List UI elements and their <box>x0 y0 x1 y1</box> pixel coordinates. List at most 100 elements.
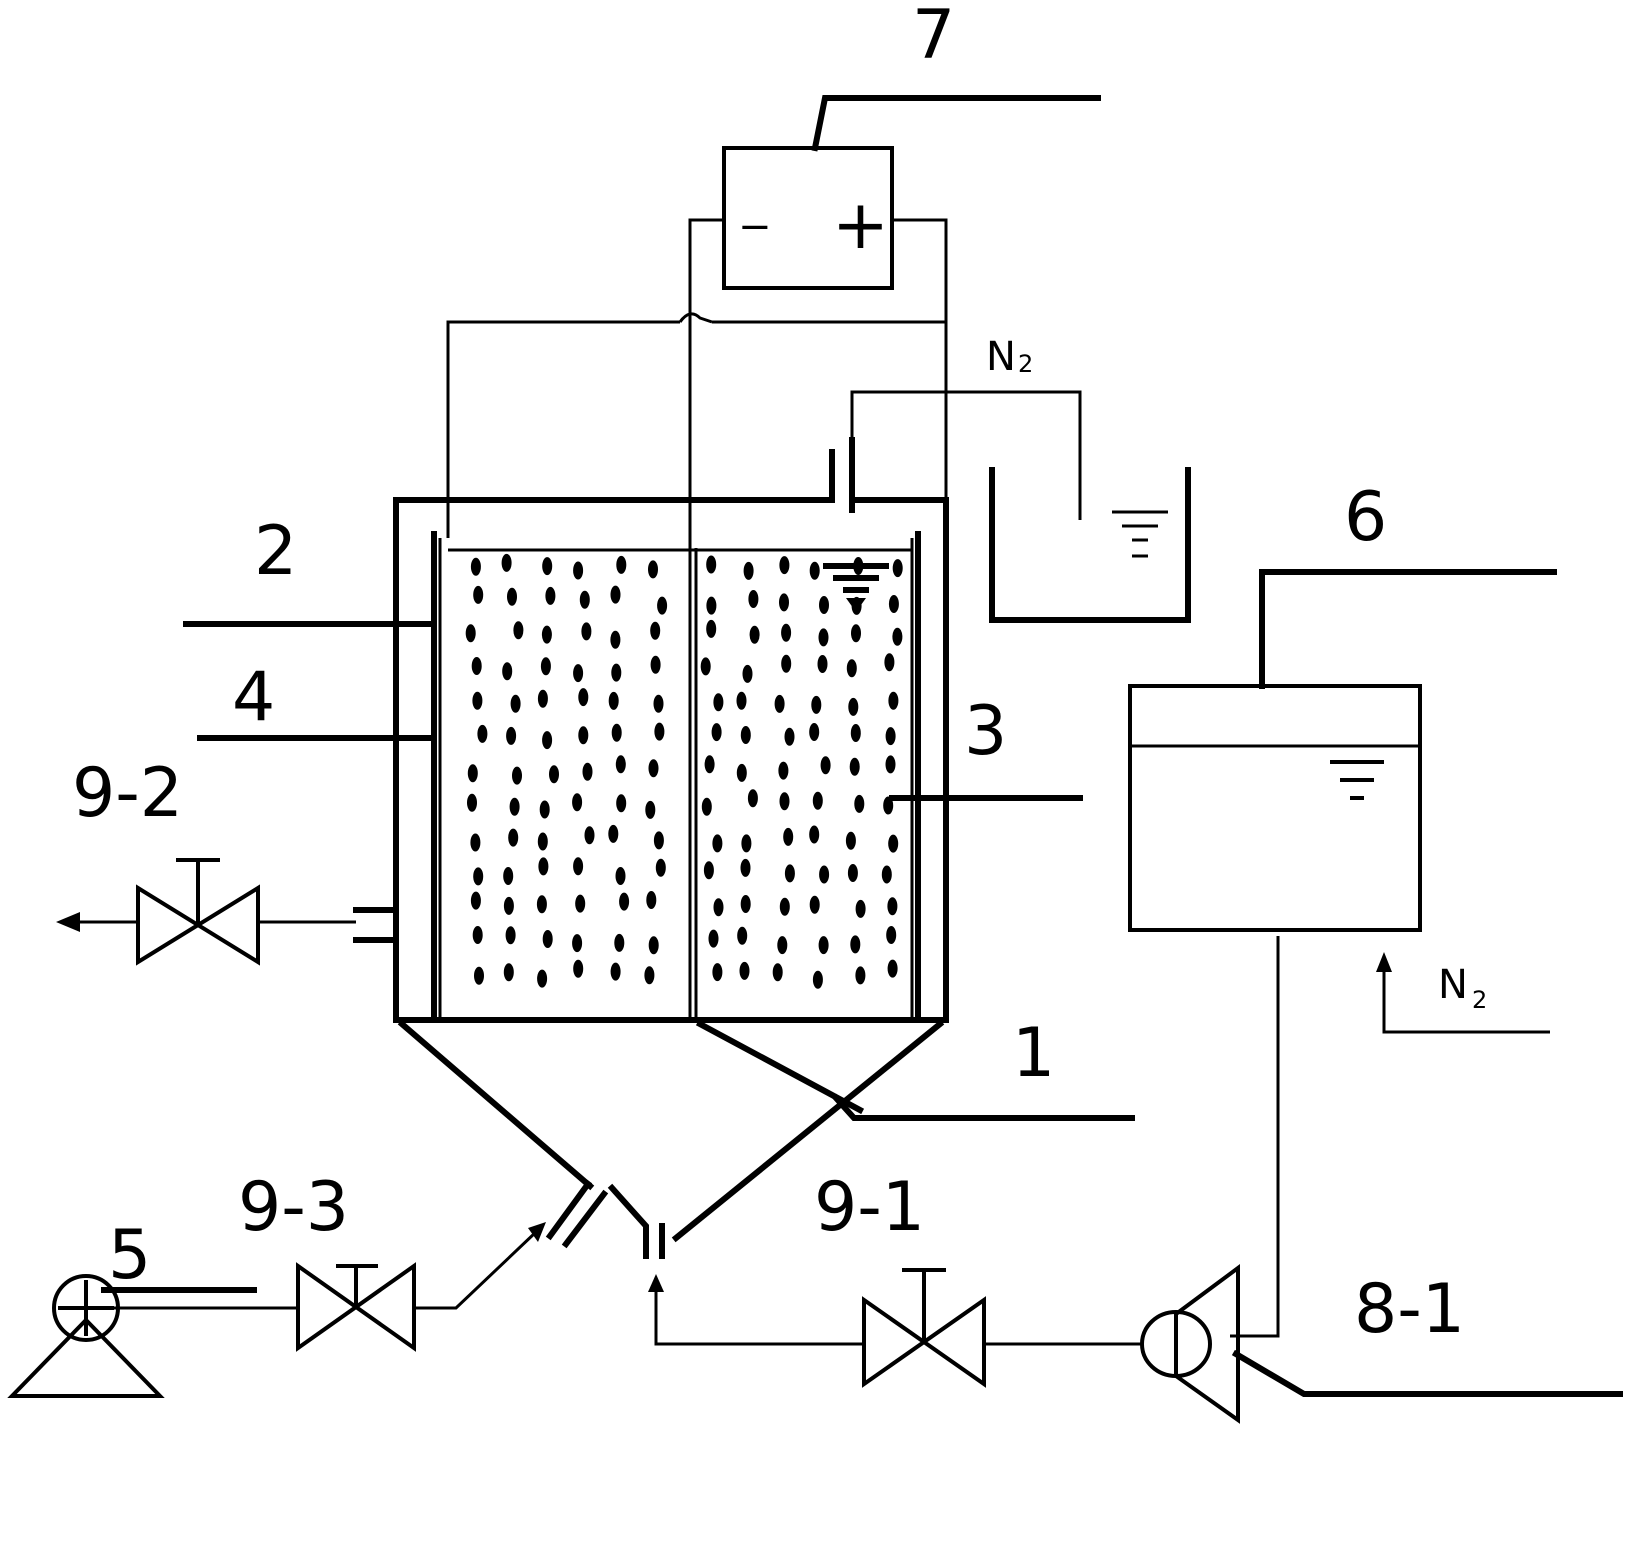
packing-particle <box>855 966 866 985</box>
packing-particle <box>502 662 513 681</box>
packing-particle <box>584 826 595 845</box>
packing-particle <box>712 834 723 853</box>
packing-particle <box>581 622 592 641</box>
packing-particle <box>784 727 795 746</box>
packing-particle <box>650 621 661 640</box>
packing-particle <box>573 664 584 683</box>
packing-particle <box>655 858 666 877</box>
packing-particle <box>818 936 829 955</box>
packing-particle <box>611 663 622 682</box>
packing-particle <box>539 800 550 819</box>
packing-particle <box>470 891 481 910</box>
packing-particle <box>892 627 903 646</box>
packing-particle <box>887 959 898 978</box>
packing-particle <box>573 857 584 876</box>
packing-particle <box>578 726 589 745</box>
packing-particle <box>703 861 714 880</box>
packing-particle <box>888 595 899 613</box>
packing-particle <box>781 623 792 642</box>
valve-9-2[interactable] <box>56 858 399 966</box>
label-2: 2 <box>254 512 297 591</box>
gas-inlet-tank: N 2 <box>1376 952 1550 1034</box>
valve-9-1[interactable] <box>648 1268 1142 1388</box>
valve-9-3[interactable] <box>296 1222 546 1352</box>
packing-particle <box>540 657 551 676</box>
packing-particle <box>784 864 795 883</box>
label-1: 1 <box>1012 1014 1055 1093</box>
packing-particle <box>465 624 476 643</box>
packing-particle <box>809 561 820 580</box>
packing-particle <box>510 694 521 713</box>
packing-particle <box>849 757 860 776</box>
packing-particle <box>811 695 822 714</box>
packing-particle <box>542 731 553 750</box>
packing-particle <box>654 722 665 741</box>
packing-particle <box>713 898 724 917</box>
packing-particle <box>854 794 865 813</box>
granular-packing <box>465 553 903 989</box>
label-3: 3 <box>964 692 1007 771</box>
packing-particle <box>885 755 896 774</box>
packing-particle <box>777 936 788 955</box>
packing-particle <box>573 959 584 978</box>
packing-particle <box>740 858 751 877</box>
packing-particle <box>614 933 625 952</box>
packing-particle <box>473 585 484 604</box>
packing-particle <box>648 560 658 579</box>
packing-particle <box>644 966 655 985</box>
packing-particle <box>708 929 719 948</box>
packing-particle <box>650 655 661 674</box>
packing-particle <box>706 619 717 638</box>
packing-particle <box>820 756 831 775</box>
pump-5[interactable] <box>7 1274 298 1398</box>
packing-particle <box>512 766 522 785</box>
packing-particle <box>472 691 483 710</box>
packing-particle <box>645 800 656 819</box>
packing-particle <box>572 793 583 812</box>
packing-particle <box>536 895 547 914</box>
packing-particle <box>701 797 712 816</box>
packing-particle <box>582 762 593 781</box>
packing-particle <box>749 625 760 644</box>
packing-particle <box>888 691 899 710</box>
label-7: 7 <box>912 0 955 75</box>
packing-particle <box>509 797 520 816</box>
label-6: 6 <box>1344 478 1387 557</box>
feed-pump-8-1[interactable] <box>1140 936 1623 1424</box>
packing-particle <box>853 557 864 575</box>
packing-particle <box>503 867 514 885</box>
packing-particle <box>884 653 895 672</box>
packing-particle <box>503 896 514 915</box>
packing-particle <box>537 969 548 988</box>
packing-particle <box>850 724 861 742</box>
packing-particle <box>885 727 896 746</box>
packing-particle <box>477 724 488 743</box>
packing-particle <box>741 834 752 853</box>
gas-bubbler <box>850 390 1191 623</box>
packing-particle <box>657 596 668 615</box>
packing-particle <box>508 828 519 847</box>
packing-particle <box>845 831 856 850</box>
packing-particle <box>467 793 477 812</box>
packing-particle <box>616 555 627 574</box>
packing-particle <box>809 825 820 844</box>
packing-particle <box>711 723 722 742</box>
bottom-nozzles <box>545 1179 665 1259</box>
feed-tank-6 <box>1128 569 1557 932</box>
packing-particle <box>881 865 892 884</box>
packing-particle <box>779 792 790 811</box>
packing-particle <box>578 688 589 707</box>
packing-particle <box>537 689 548 708</box>
packing-particle <box>850 935 861 954</box>
packing-particle <box>809 723 820 741</box>
packing-particle <box>851 624 861 643</box>
packing-particle <box>740 726 751 744</box>
packing-particle <box>736 691 747 710</box>
packing-particle <box>809 895 820 914</box>
packing-particle <box>473 867 484 886</box>
packing-particle <box>783 827 794 846</box>
packing-particle <box>779 593 789 612</box>
packing-particle <box>615 755 626 774</box>
packing-particle <box>579 590 590 609</box>
packing-particle <box>470 557 481 576</box>
